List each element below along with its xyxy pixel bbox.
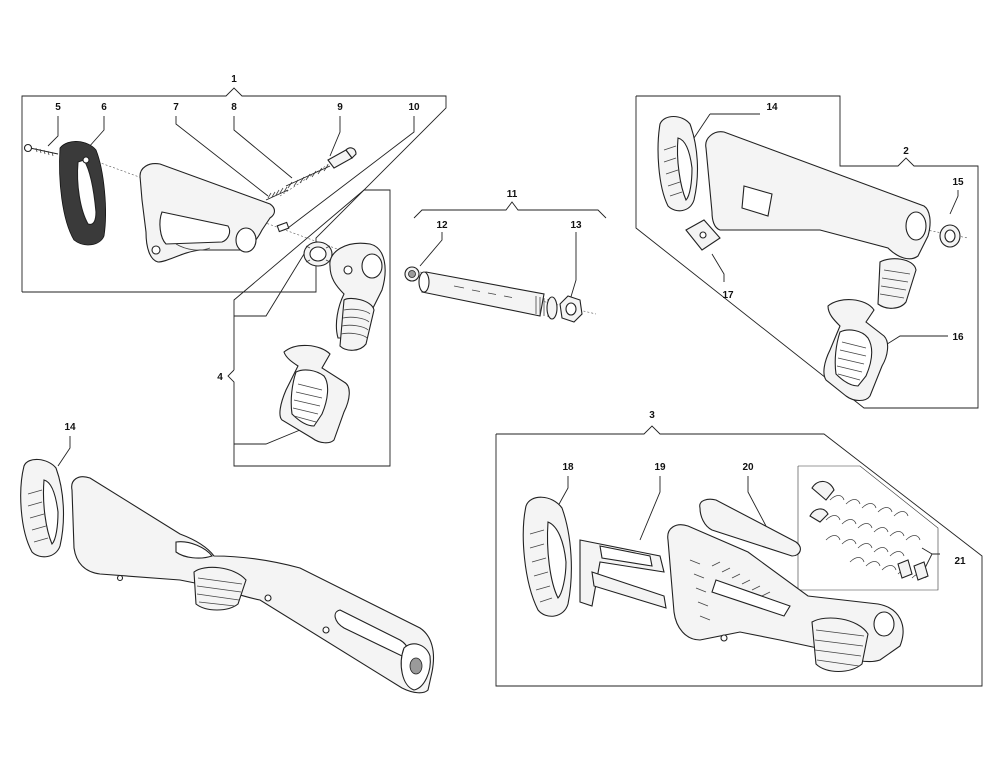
callout-labels: 1 5 6 7 8 9 10 11 12 13 4 14 2 15 17 16 … bbox=[55, 74, 966, 567]
callout-19: 19 bbox=[654, 462, 666, 473]
callout-21: 21 bbox=[954, 556, 966, 567]
group-11-buffer-tube bbox=[404, 201, 607, 323]
mounting-plate-part bbox=[685, 219, 721, 251]
callout-11: 11 bbox=[507, 189, 518, 200]
callout-15: 15 bbox=[952, 177, 964, 188]
buffer-tube-part bbox=[418, 271, 558, 320]
screw-part bbox=[23, 143, 59, 157]
recoil-pad-part bbox=[20, 458, 64, 558]
recoil-pad-part bbox=[522, 496, 572, 617]
callout-16: 16 bbox=[952, 332, 964, 343]
buttstock-body-part bbox=[139, 163, 276, 263]
pistol-grip-part bbox=[279, 344, 350, 444]
assembled-stock bbox=[20, 436, 435, 694]
adapter-upper-part bbox=[329, 242, 386, 351]
callout-4: 4 bbox=[217, 372, 223, 383]
tube-spring-part bbox=[285, 164, 331, 189]
ring-nut-part bbox=[559, 295, 583, 323]
callout-13: 13 bbox=[570, 220, 582, 231]
grip-ribbed-part bbox=[193, 566, 247, 611]
stock-body-part bbox=[705, 131, 931, 260]
callout-10: 10 bbox=[408, 102, 420, 113]
stock-body-part bbox=[71, 476, 435, 694]
grip-connector-part bbox=[877, 258, 917, 309]
group-4-bracket bbox=[227, 189, 391, 467]
callout-14-stock2: 14 bbox=[766, 102, 778, 113]
callout-12: 12 bbox=[436, 220, 448, 231]
callout-20: 20 bbox=[742, 462, 754, 473]
group-3-adjustable-stock bbox=[495, 425, 983, 687]
group-3-bracket bbox=[495, 425, 983, 687]
callout-17: 17 bbox=[722, 290, 734, 301]
callout-18: 18 bbox=[562, 462, 574, 473]
spacer-clips-part bbox=[809, 480, 929, 581]
callout-14-assembled: 14 bbox=[64, 422, 76, 433]
cheek-riser-part bbox=[699, 498, 801, 557]
group-1-buttstock-assembly bbox=[21, 87, 447, 293]
group-2-bracket bbox=[635, 95, 979, 409]
group-2-fixed-stock bbox=[635, 95, 979, 409]
lock-nut-part bbox=[303, 241, 333, 267]
callout-3: 3 bbox=[649, 410, 655, 421]
callout-7: 7 bbox=[173, 102, 179, 113]
callout-5: 5 bbox=[55, 102, 61, 113]
slide-mechanism-part bbox=[579, 539, 667, 609]
recoil-pad-textured-part bbox=[59, 141, 106, 246]
callout-2: 2 bbox=[903, 146, 909, 157]
washer-part bbox=[939, 224, 961, 248]
callout-9: 9 bbox=[337, 102, 343, 113]
group-4-pistol-grip-adapter bbox=[227, 189, 391, 467]
callout-1: 1 bbox=[231, 74, 237, 85]
plunger-part bbox=[327, 147, 357, 169]
group-21-bracket bbox=[797, 465, 939, 591]
group-11-bracket bbox=[413, 201, 607, 219]
recoil-pad-part bbox=[657, 115, 698, 212]
callout-6: 6 bbox=[101, 102, 107, 113]
grip-ribbed-part bbox=[811, 617, 869, 673]
spring-part bbox=[265, 186, 289, 201]
callout-8: 8 bbox=[231, 102, 237, 113]
castle-nut-part bbox=[404, 266, 420, 282]
pin-part bbox=[276, 221, 290, 233]
pistol-grip-part bbox=[823, 299, 889, 402]
